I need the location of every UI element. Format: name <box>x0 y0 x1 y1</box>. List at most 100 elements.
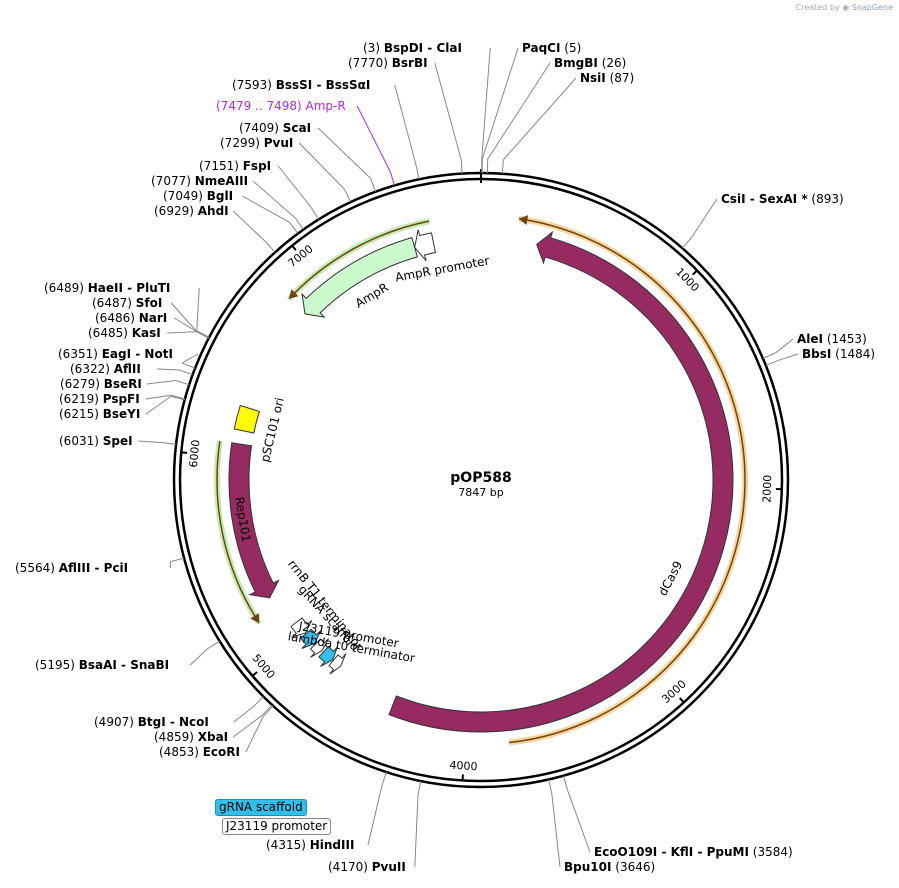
site-ahdi[interactable]: (6929) AhdI <box>154 204 276 253</box>
site-label: (7770) BsrBI <box>348 56 428 70</box>
site-nari[interactable]: (6486) NarI <box>95 311 210 339</box>
site-bseri[interactable]: (6279) BseRI <box>60 377 190 391</box>
site-bmgbi[interactable]: BmgBI (26) <box>486 56 626 174</box>
feature-rep101[interactable] <box>228 442 280 599</box>
site-leader <box>298 142 345 190</box>
site-leader <box>367 785 383 846</box>
site-enzyme: EcoRI <box>203 745 240 759</box>
snapgene-logo-icon: ◉ <box>842 3 850 12</box>
site-leader <box>179 369 193 376</box>
orange-primer-arrow <box>518 215 529 226</box>
site-label: (6219) PspFI <box>59 392 140 406</box>
site-leader <box>145 395 172 415</box>
feature-lambda-t0-terminator[interactable] <box>328 653 347 675</box>
site-fspi[interactable]: (7151) FspI <box>199 159 320 220</box>
site-bsrbi[interactable]: (7770) BsrBI <box>348 56 463 174</box>
site-label: (4170) PvuII <box>328 860 406 874</box>
green-primer-top[interactable] <box>288 220 430 300</box>
site-label: (5195) BsaAI - SnaBI <box>35 658 169 672</box>
site-label: (7077) NmeAIII <box>151 174 248 188</box>
site-leader <box>232 210 267 243</box>
legend-grna-scaffold[interactable]: gRNA scaffold <box>215 799 307 816</box>
site-position: (893) <box>811 192 843 206</box>
site-enzyme: CsiI - SexAI * <box>721 192 808 206</box>
site-haeii[interactable]: (6489) HaeII - PluTI <box>44 281 210 338</box>
site-leader <box>294 217 304 230</box>
site-layer: (3) BspDI - ClaI(7770) BsrBI PaqCI (5)Bmg… <box>15 41 875 874</box>
site-bsaai[interactable]: (5195) BsaAI - SnaBI <box>35 640 220 672</box>
site-bbsi[interactable]: BbsI (1484) <box>765 347 875 366</box>
site-position: (4853) <box>159 745 199 759</box>
green-primer-left[interactable] <box>216 440 260 624</box>
site-pspfi[interactable]: (6219) PspFI <box>59 392 186 406</box>
site-btgi[interactable]: (4907) BtgI - NcoI <box>94 696 264 729</box>
site-leader <box>762 352 776 359</box>
site-label: (6031) SpeI <box>59 434 133 448</box>
feature-rrnb-t1-terminator[interactable] <box>290 617 313 638</box>
site-nsii[interactable]: NsiI (87) <box>501 71 634 174</box>
site-label: Bpu10I (3646) <box>564 860 655 874</box>
site-position: (7299) <box>220 136 260 150</box>
site-ecori[interactable]: (4853) EcoRI <box>159 705 274 759</box>
feature-psc101-ori[interactable] <box>233 404 260 434</box>
site-enzyme: AflII <box>114 362 141 376</box>
site-kasi[interactable]: (6485) KasI <box>88 326 209 340</box>
site-position: (7593) <box>232 78 272 92</box>
primer-layer <box>214 215 748 746</box>
feature-label-dcas9: dCas9 <box>656 559 686 599</box>
site-hindiii[interactable]: (4315) HindIII <box>266 771 387 852</box>
site-leader <box>277 165 312 208</box>
site-label: EcoO109I - KflI - PpuMI (3584) <box>594 845 793 859</box>
site-nmeaiii[interactable]: (7077) NmeAIII <box>151 174 304 230</box>
site-alei[interactable]: AleI (1453) <box>762 332 867 359</box>
site-enzyme: BsaAI - SnaBI <box>79 658 169 672</box>
site-scai[interactable]: (7409) ScaI <box>239 121 376 192</box>
site-enzyme: Amp-R <box>306 99 346 113</box>
site-ampr-site[interactable]: (7479 .. 7498) Amp-R <box>216 99 395 186</box>
site-xbai[interactable]: (4859) XbaI <box>154 704 273 744</box>
site-leader <box>566 789 591 853</box>
site-pvui[interactable]: (7299) PvuI <box>220 136 352 203</box>
site-leader <box>481 47 519 160</box>
site-ecoo109i[interactable]: EcoO109I - KflI - PpuMI (3584) <box>562 775 793 859</box>
feature-dcas9[interactable] <box>388 230 734 733</box>
site-eagi[interactable]: (6351) EagI - NotI <box>58 347 199 369</box>
legend-j23119-promoter[interactable]: J23119 promoter <box>222 818 332 835</box>
site-position: (7077) <box>151 174 191 188</box>
site-leader <box>765 359 779 366</box>
site-label: (4315) HindIII <box>266 838 354 852</box>
site-aflii[interactable]: (6322) AflII <box>70 362 193 376</box>
site-bsssi[interactable]: (7593) BssSI - BssSαI <box>232 78 420 180</box>
feature-grna-scaffold-2[interactable] <box>318 645 338 667</box>
site-position: (6351) <box>58 347 98 361</box>
site-afliii[interactable]: (5564) AflIII - PciI <box>15 557 185 575</box>
site-leader <box>310 207 320 220</box>
site-bpu10i[interactable]: Bpu10I (3646) <box>548 779 656 874</box>
site-pvuii[interactable]: (4170) PvuII <box>328 780 422 874</box>
site-leader <box>156 368 180 371</box>
site-enzyme: AhdI <box>198 204 229 218</box>
site-label: (7593) BssSI - BssSαI <box>232 78 370 92</box>
feature-j23119-promoter[interactable] <box>309 638 329 658</box>
site-position: (4315) <box>266 838 306 852</box>
site-position: (6215) <box>59 407 99 421</box>
site-leader <box>181 353 199 364</box>
feature-ampr-promoter[interactable] <box>414 229 437 262</box>
site-enzyme: BspDI - ClaI <box>384 41 462 55</box>
site-enzyme: PvuI <box>264 136 294 150</box>
site-leader <box>263 705 274 717</box>
site-csii[interactable]: CsiI - SexAI * (893) <box>681 192 844 249</box>
site-enzyme: PvuII <box>372 860 406 874</box>
site-position: (7151) <box>199 159 239 173</box>
site-paqci[interactable]: PaqCI (5) <box>481 41 581 174</box>
site-bspdi[interactable]: (3) BspDI - ClaI <box>363 41 491 174</box>
site-label: NsiI (87) <box>580 71 634 85</box>
orange-primer[interactable] <box>509 217 746 744</box>
site-bgli[interactable]: (7049) BglI <box>163 189 299 234</box>
feature-label-ampr: AmpR <box>353 280 391 310</box>
feature-ampr[interactable] <box>301 237 418 318</box>
feature-grna-scaffold[interactable] <box>299 628 322 649</box>
site-leader <box>233 706 254 723</box>
site-bseyi[interactable]: (6215) BseYI <box>59 395 185 421</box>
site-spei[interactable]: (6031) SpeI <box>59 434 177 448</box>
